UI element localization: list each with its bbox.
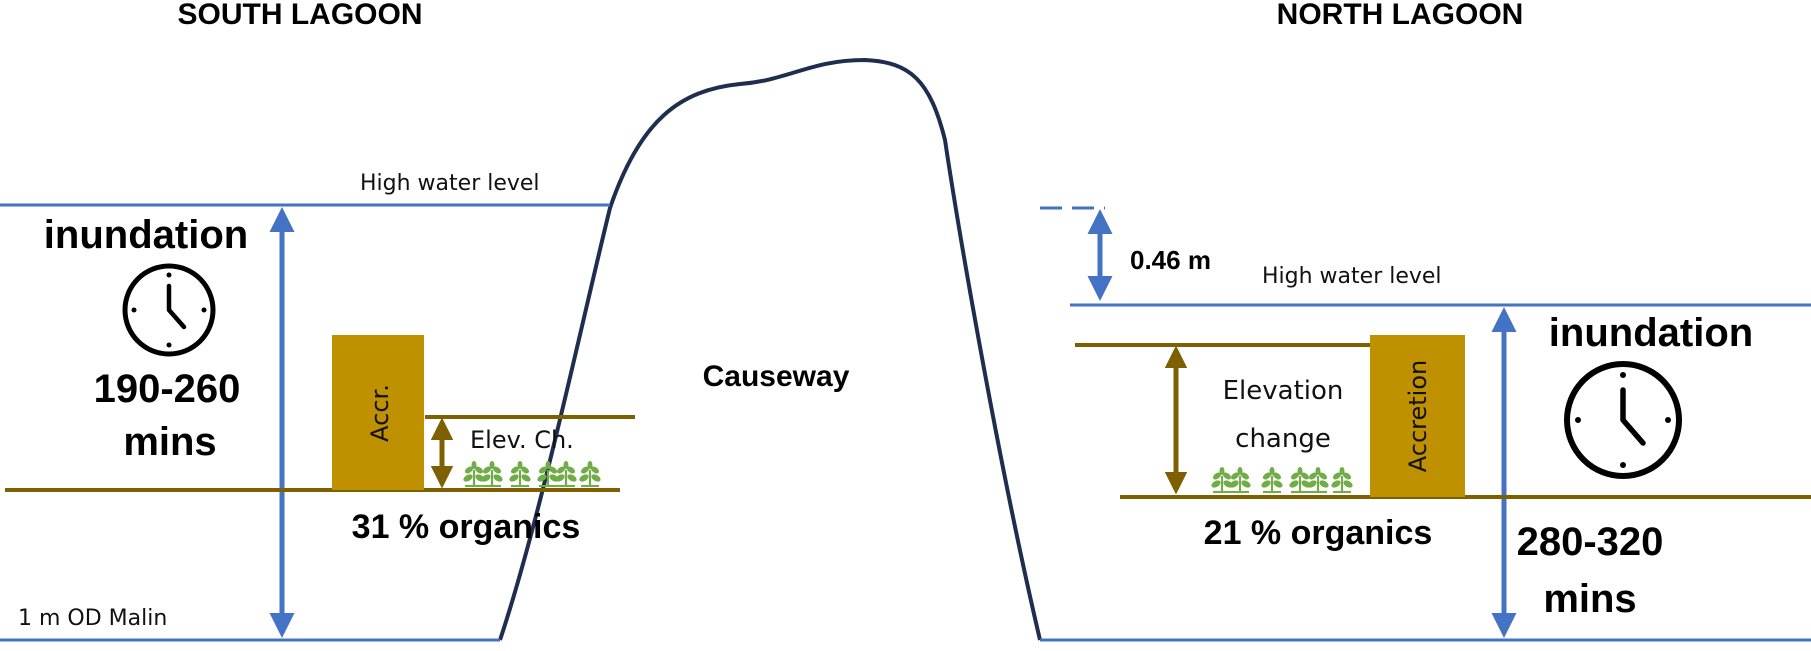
south-organics-label: 31 % organics	[352, 508, 581, 546]
north-lagoon-title: NORTH LAGOON	[1277, 0, 1524, 31]
south-high-water-label: High water level	[360, 171, 540, 196]
north-duration-value: 280-320	[1517, 520, 1664, 564]
north-inundation-label: inundation	[1549, 311, 1753, 355]
south-duration-unit: mins	[123, 420, 216, 464]
south-inundation-label: inundation	[44, 213, 248, 257]
causeway-label: Causeway	[703, 360, 850, 393]
north-offset-label: 0.46 m	[1130, 245, 1211, 275]
north-high-water-label: High water level	[1262, 264, 1442, 289]
north-elevation-change-label-line2: change	[1235, 424, 1331, 454]
north-accretion-block	[1370, 335, 1465, 497]
south-elevation-change-label: Elev. Ch.	[470, 426, 574, 454]
south-lagoon-title: SOUTH LAGOON	[178, 0, 423, 31]
south-duration-value: 190-260	[94, 367, 241, 411]
north-elevation-change-label-line1: Elevation	[1223, 376, 1344, 406]
south-accretion-label: Accr.	[366, 384, 394, 442]
north-plants	[1209, 465, 1355, 494]
south-datum-label: 1 m OD Malin	[18, 606, 167, 631]
north-duration-unit: mins	[1543, 577, 1636, 621]
north-organics-label: 21 % organics	[1204, 514, 1433, 552]
clock-icon	[1564, 361, 1682, 479]
south-accretion-block	[332, 335, 424, 490]
north-accretion-label: Accretion	[1404, 360, 1432, 472]
south-plants	[461, 459, 603, 488]
clock-icon	[122, 263, 216, 357]
causeway-outline	[498, 57, 1042, 641]
